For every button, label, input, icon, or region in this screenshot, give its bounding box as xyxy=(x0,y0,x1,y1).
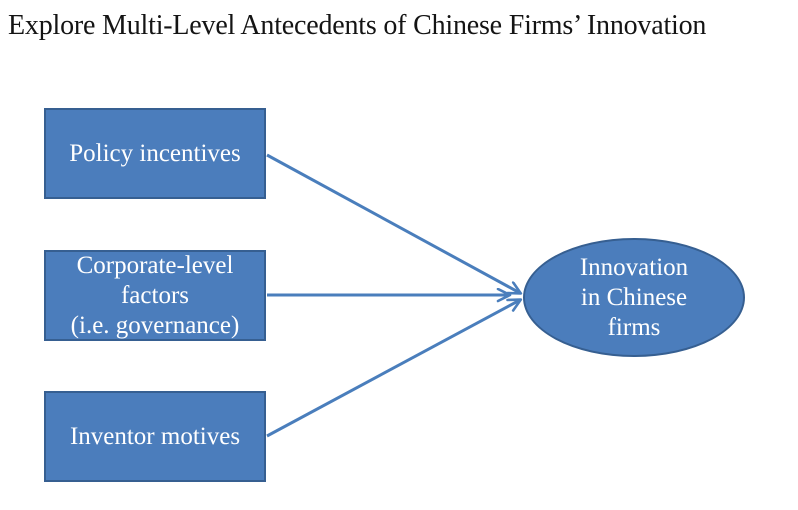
page-title: Explore Multi-Level Antecedents of Chine… xyxy=(8,10,707,41)
ellipse-innovation-in-chinese-firms: Innovation in Chinese firms xyxy=(523,238,745,357)
box-corporate-factors-line-3: (i.e. governance) xyxy=(70,311,240,339)
box-inventor-motives-label: Inventor motives xyxy=(69,422,241,450)
box-policy-incentives-label: Policy incentives xyxy=(69,139,241,167)
ellipse-innovation-line-3: firms xyxy=(607,313,661,341)
box-corporate-factors-line-1: Corporate-level xyxy=(76,251,234,279)
box-policy-incentives: Policy incentives xyxy=(44,108,266,199)
ellipse-innovation-line-1: Innovation xyxy=(579,253,689,281)
arrow-policy-to-innovation xyxy=(266,153,520,293)
box-inventor-motives: Inventor motives xyxy=(44,391,266,482)
box-corporate-factors-line-2: factors xyxy=(120,281,190,309)
arrow-inventor-to-innovation xyxy=(266,300,520,438)
box-corporate-factors: Corporate-level factors (i.e. governance… xyxy=(44,250,266,341)
ellipse-innovation-line-2: in Chinese xyxy=(580,283,688,311)
